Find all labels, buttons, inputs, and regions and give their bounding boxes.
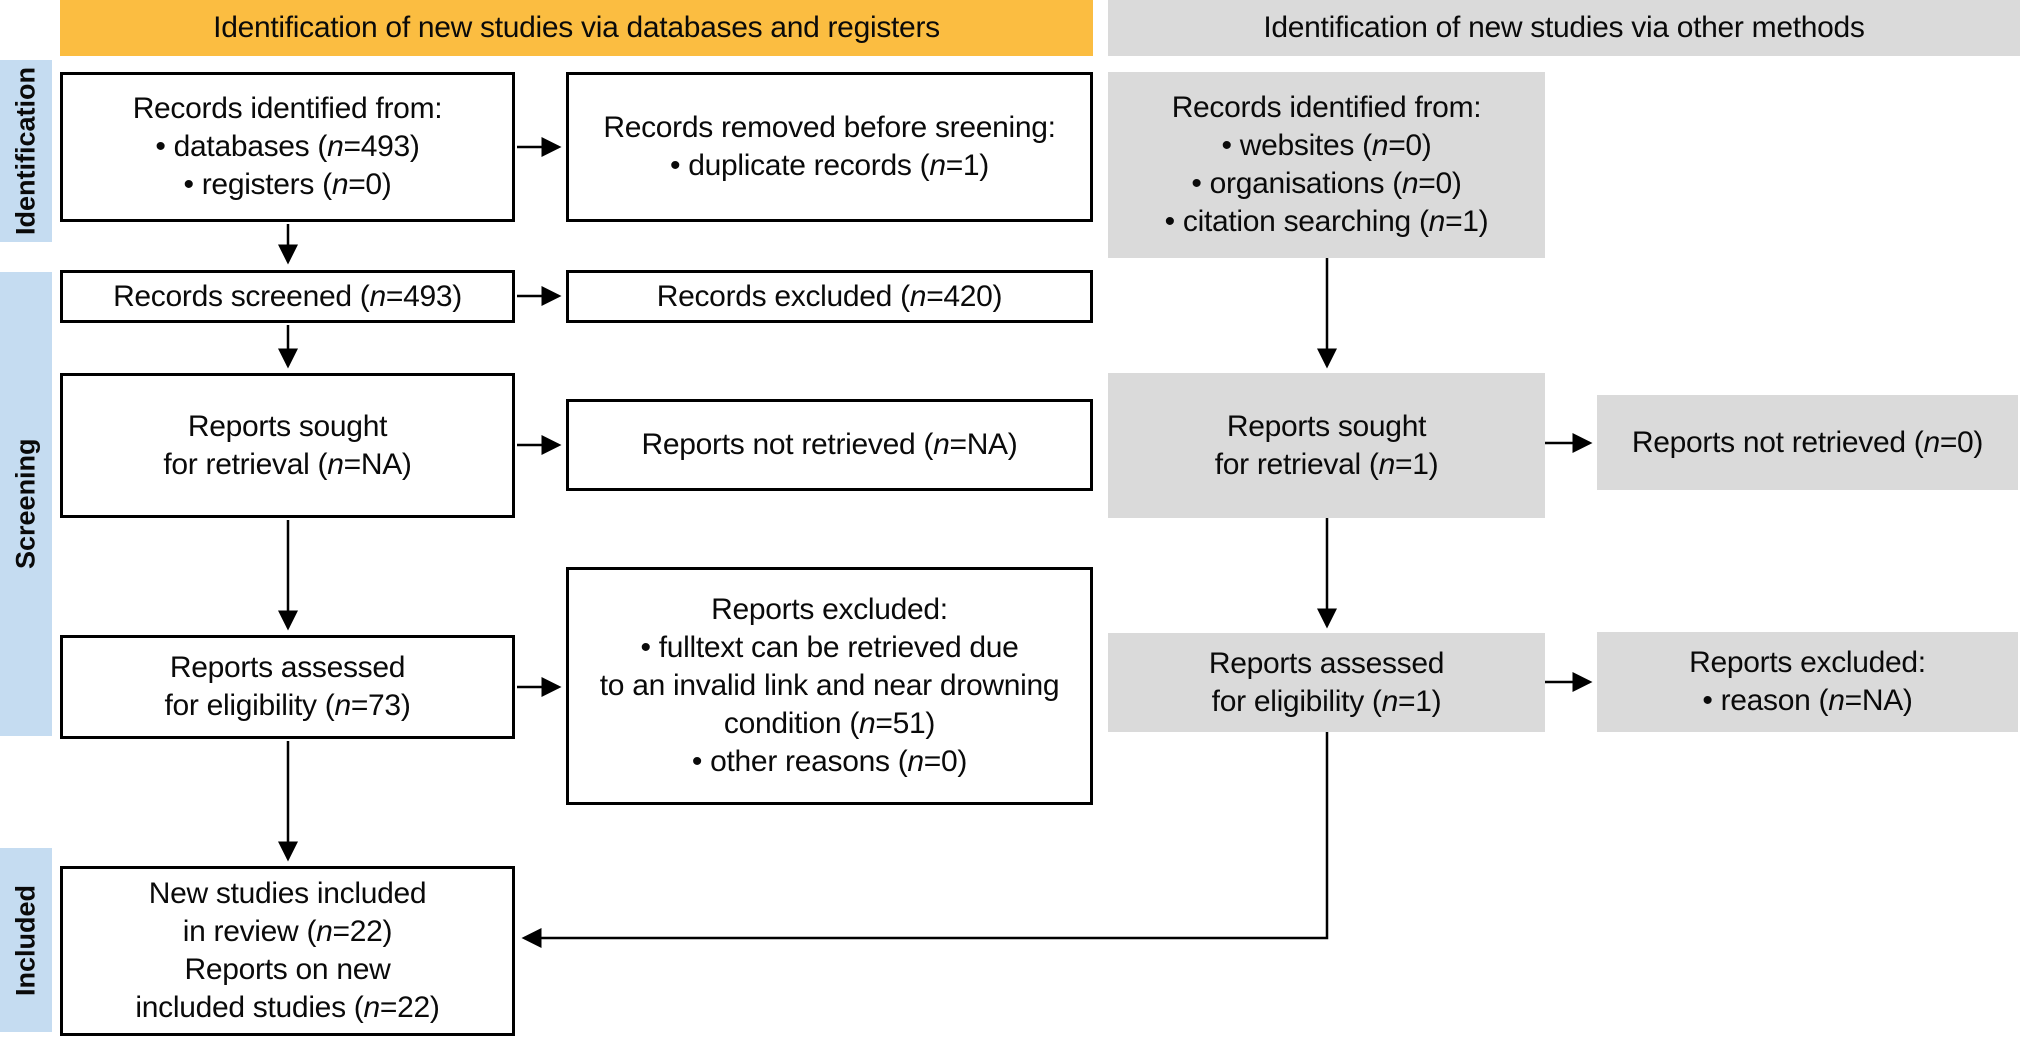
box-records-removed: Records removed before sreening: • duplic…: [566, 72, 1093, 222]
box-text-line: Records identified from:: [132, 92, 443, 125]
box-text-line: in review (n=22): [182, 915, 393, 948]
box-text-line: Records identified from:: [1171, 91, 1482, 124]
box-text-line: for eligibility (n=73): [164, 689, 411, 722]
box-new-studies-included: New studies included in review (n=22) Repo…: [60, 866, 515, 1036]
box-text-line: • duplicate records (n=1): [669, 149, 989, 182]
box-text-line: for retrieval (n=NA): [163, 447, 412, 481]
box-text-line: Reports on new: [184, 953, 391, 986]
box-text-line: to an invalid link and near drowning: [599, 669, 1060, 702]
stage-label-screening: Screening: [0, 272, 52, 736]
box-records-excluded: Records excluded (n=420): [566, 270, 1093, 323]
box-text-line: Reports sought: [1226, 409, 1427, 443]
box-reports-sought-other: Reports sought for retrieval (n=1): [1108, 373, 1545, 518]
box-reports-not-retrieved-databases: Reports not retrieved (n=NA): [566, 399, 1093, 491]
header-databases-registers-label: Identification of new studies via databa…: [213, 11, 940, 44]
box-text-line: • other reasons (n=0): [691, 745, 968, 778]
box-reports-excluded-other: Reports excluded: • reason (n=NA): [1597, 632, 2018, 732]
box-text-line: • fulltext can be retrieved due: [640, 631, 1019, 664]
header-other-methods-label: Identification of new studies via other …: [1263, 11, 1865, 44]
box-text-line: included studies (n=22): [135, 991, 440, 1024]
box-text-line: • reason (n=NA): [1702, 684, 1913, 717]
box-records-identified-other: Records identified from: • websites (n=0)…: [1108, 72, 1545, 258]
box-text-line: for retrieval (n=1): [1214, 447, 1439, 481]
box-text-line: Records screened (n=493): [113, 279, 462, 313]
box-reports-not-retrieved-other: Reports not retrieved (n=0): [1597, 395, 2018, 490]
box-text-line: for eligibility (n=1): [1211, 684, 1442, 718]
box-reports-assessed-other: Reports assessed for eligibility (n=1): [1108, 633, 1545, 732]
box-text-line: Reports not retrieved (n=NA): [641, 428, 1018, 461]
box-text-line: • registers (n=0): [183, 168, 392, 201]
box-text-line: Reports excluded:: [1689, 646, 1926, 679]
box-text-line: Reports assessed: [1208, 646, 1445, 680]
box-reports-sought-databases: Reports sought for retrieval (n=NA): [60, 373, 515, 518]
box-records-screened: Records screened (n=493): [60, 270, 515, 323]
box-text-line: Reports assessed: [169, 651, 406, 684]
box-text-line: Records excluded (n=420): [656, 279, 1003, 313]
box-text-line: New studies included: [148, 877, 427, 910]
box-text-line: • organisations (n=0): [1191, 167, 1462, 200]
box-text-line: Reports sought: [187, 409, 388, 443]
box-text-line: Reports excluded:: [711, 593, 948, 626]
box-reports-excluded-databases: Reports excluded: • fulltext can be retri…: [566, 567, 1093, 805]
box-records-identified-databases: Records identified from: • databases (n=4…: [60, 72, 515, 222]
box-reports-assessed-databases: Reports assessed for eligibility (n=73): [60, 635, 515, 739]
box-text-line: • databases (n=493): [155, 130, 420, 163]
box-text-line: • websites (n=0): [1221, 129, 1432, 162]
box-text-line: condition (n=51): [723, 707, 936, 740]
stage-label-included: Included: [0, 848, 52, 1032]
header-other-methods: Identification of new studies via other …: [1108, 0, 2020, 56]
box-text-line: Reports not retrieved (n=0): [1631, 425, 1984, 459]
box-text-line: • citation searching (n=1): [1164, 205, 1489, 238]
header-databases-registers: Identification of new studies via databa…: [60, 0, 1093, 56]
box-text-line: Records removed before sreening:: [603, 111, 1056, 144]
stage-label-identification: Identification: [0, 60, 52, 242]
